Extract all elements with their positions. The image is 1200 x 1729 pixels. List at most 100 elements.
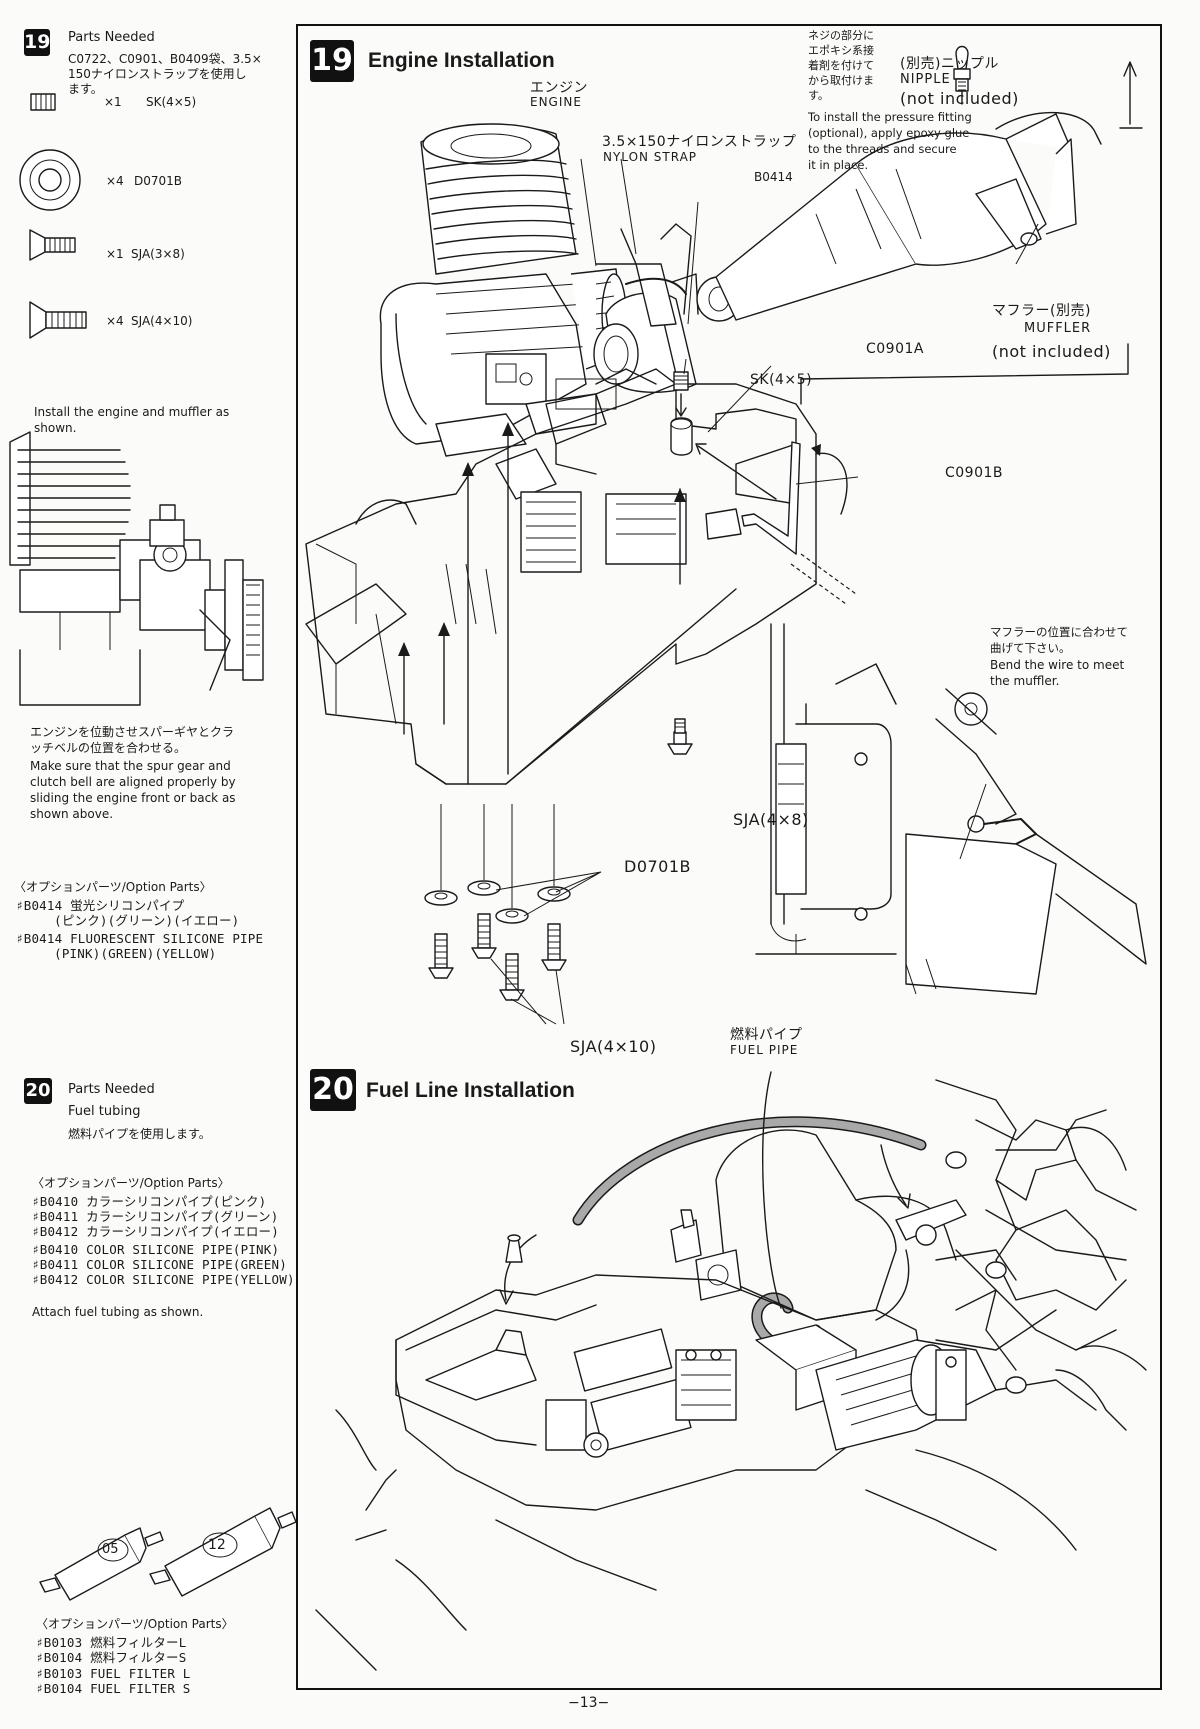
muffler-label-jp: マフラー(別売)	[992, 303, 1091, 319]
option-part-line: ♯B0104 FUEL FILTER S	[36, 1681, 191, 1696]
fuel-filter-illustration	[39, 1507, 297, 1601]
parts-needed-label: Parts Needed	[68, 1082, 155, 1097]
epoxy-note-jp: 着剤を付けて	[808, 59, 874, 72]
option-parts-header: 〈オプションパーツ/Option Parts〉	[32, 1176, 230, 1190]
bend-wire-detail	[755, 623, 1147, 995]
countersunk-screw-icon	[29, 301, 87, 339]
parts-needed-label: Parts Needed	[68, 30, 155, 45]
option-part-line: ♯B0411 COLOR SILICONE PIPE(GREEN)	[32, 1257, 287, 1272]
epoxy-note-jp: エポキシ系接	[808, 44, 874, 57]
align-note-jp: エンジンを位動させスパーギヤとクラ	[30, 725, 235, 739]
nipple-label-jp: (別売)ニップル	[900, 56, 999, 72]
rotate-arrow	[815, 452, 848, 515]
d0701b-label: D0701B	[624, 857, 692, 876]
bend-note-en: the muffler.	[990, 674, 1060, 688]
option-part-line: ♯B0104 燃料フィルターS	[36, 1650, 187, 1665]
muffler-label-en: MUFFLER	[1024, 321, 1092, 336]
sja-4x8-label: SJA(4×8)	[733, 810, 809, 829]
parts-note-jp: 150ナイロンストラップを使用し	[68, 67, 247, 81]
fuel-pipe-label-en: FUEL PIPE	[730, 1043, 799, 1057]
muffler-not-included: (not included)	[992, 342, 1111, 361]
c0901a-label: C0901A	[866, 341, 924, 357]
engine-label-jp: エンジン	[530, 80, 588, 96]
parts-note-jp: C0722、C0901、B0409袋、3.5×	[68, 52, 262, 66]
parts-note-jp: ます。	[68, 82, 103, 96]
option-part-line: ♯B0410 カラーシリコンパイプ(ピンク)	[32, 1194, 267, 1209]
fuel-line-installation-title: Fuel Line Installation	[366, 1079, 575, 1102]
option-part-line: ♯B0414 蛍光シリコンパイプ	[16, 898, 185, 913]
epoxy-note-jp: から取付けま	[808, 74, 874, 87]
engine-alignment-illustration	[9, 431, 264, 706]
page-number: −13−	[568, 1695, 610, 1711]
bend-note-jp: 曲げて下さい。	[990, 641, 1071, 655]
epoxy-note-en: To install the pressure fitting	[808, 110, 972, 124]
epoxy-note-jp: ネジの部分に	[808, 29, 874, 42]
option-part-line: ♯B0411 カラーシリコンパイプ(グリーン)	[32, 1209, 279, 1224]
part-qty: ×4	[106, 174, 124, 188]
parts-needed-item: Fuel tubing	[68, 1104, 141, 1119]
option-part-line: ♯B0412 COLOR SILICONE PIPE(YELLOW)	[32, 1272, 295, 1287]
part-qty: ×4	[106, 314, 124, 328]
part-name: SJA(4×10)	[131, 314, 193, 328]
sja-4x10-label: SJA(4×10)	[570, 1037, 657, 1056]
epoxy-note-en: to the threads and secure	[808, 142, 957, 156]
step-19-badge-small: 19	[24, 29, 50, 56]
install-note: Install the engine and muffler as	[34, 405, 230, 419]
option-part-line: ♯B0414 FLUORESCENT SILICONE PIPE	[16, 931, 264, 946]
part-qty: ×1	[106, 247, 124, 261]
option-parts-header: 〈オプションパーツ/Option Parts〉	[36, 1617, 234, 1631]
epoxy-note-en: it in place.	[808, 158, 869, 172]
main-diagram-frame	[296, 24, 1162, 1690]
sidebar-illustrations	[9, 93, 297, 1601]
nylon-strap-label-jp: 3.5×150ナイロンストラップ	[602, 134, 797, 150]
engine-illustration	[379, 123, 627, 457]
align-note-en: Make sure that the spur gear and	[30, 759, 231, 773]
nipple-icon	[953, 45, 971, 105]
d0701b-washers	[424, 880, 571, 924]
part-name: D0701B	[134, 174, 183, 188]
sk-set-screw	[673, 371, 689, 391]
sja-4x10-screws	[428, 913, 567, 1001]
c0901b-label: C0901B	[945, 465, 1004, 481]
install-note: shown.	[34, 421, 77, 435]
step-20-badge: 20	[310, 1069, 356, 1111]
part-qty: ×1	[104, 95, 122, 109]
epoxy-note-jp: す。	[808, 89, 829, 102]
option-parts-header: 〈オプションパーツ/Option Parts〉	[14, 880, 212, 894]
nipple-not-included: (not included)	[900, 89, 1019, 108]
part-name: SJA(3×8)	[131, 247, 185, 261]
option-part-line: ♯B0103 FUEL FILTER L	[36, 1666, 191, 1681]
c0901a-collar	[670, 417, 693, 456]
step-19-badge: 19	[310, 40, 354, 82]
nipple-label-en: NIPPLE	[900, 72, 951, 87]
align-note-en: shown above.	[30, 807, 114, 821]
option-part-line: ♯B0412 カラーシリコンパイプ(イエロー)	[32, 1224, 279, 1239]
set-screw-icon	[30, 93, 56, 111]
chassis-plate	[305, 368, 817, 785]
fuel-line-diagram	[315, 1071, 1147, 1671]
engine-installation-diagram	[305, 45, 1147, 1025]
c0901b-wire	[741, 441, 857, 605]
epoxy-note-en: (optional), apply epoxy glue	[808, 126, 970, 140]
engine-installation-title: Engine Installation	[368, 49, 555, 72]
engine-label-en: ENGINE	[530, 95, 582, 109]
option-part-line: (ピンク)(グリーン)(イエロー)	[16, 913, 240, 928]
step-20-badge-small: 20	[24, 1078, 52, 1104]
b0414-label: B0414	[754, 170, 793, 184]
option-part-line: ♯B0103 燃料フィルターL	[36, 1635, 187, 1650]
muffler-manifold	[593, 223, 699, 393]
nylon-strap-label-en: NYLON STRAP	[603, 150, 698, 164]
fuel-filter-label-05: 05	[102, 1542, 119, 1557]
align-note-jp: ッチベルの位置を合わせる。	[30, 741, 187, 755]
bend-note-en: Bend the wire to meet	[990, 658, 1125, 672]
option-part-line: ♯B0410 COLOR SILICONE PIPE(PINK)	[32, 1242, 280, 1257]
countersunk-screw-icon	[29, 229, 76, 261]
attach-note: Attach fuel tubing as shown.	[32, 1305, 204, 1319]
sja-4x8-screw	[667, 718, 693, 755]
fuel-filter-label-12: 12	[208, 1537, 226, 1553]
bend-note-jp: マフラーの位置に合わせて	[990, 625, 1128, 639]
arrow-up-head	[1123, 61, 1137, 77]
sk-4x5-label: SK(4×5)	[750, 372, 813, 388]
align-note-en: sliding the engine front or back as	[30, 791, 236, 805]
washer-icon	[19, 149, 81, 211]
